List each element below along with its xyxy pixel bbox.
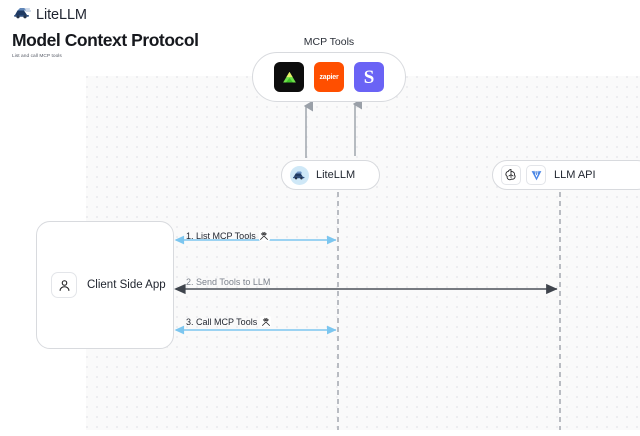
edge-label-send-tools-to-llm: 2. Send Tools to LLM: [186, 277, 270, 287]
node-llm-api-label: LLM API: [554, 169, 596, 181]
slack-tool-icon[interactable]: S: [354, 62, 384, 92]
litellm-avatar-icon: [290, 165, 309, 185]
openai-icon: [501, 165, 521, 185]
node-llm-api[interactable]: LLM API: [492, 160, 640, 190]
edge-label-3-text: 3. Call MCP Tools: [186, 316, 258, 327]
node-litellm[interactable]: LiteLLM: [281, 160, 380, 190]
tools-icon: [260, 316, 272, 327]
page-title: Model Context Protocol: [12, 30, 199, 50]
edge-label-1-text: 1. List MCP Tools: [186, 230, 256, 241]
top-bar: LiteLLM: [0, 0, 640, 30]
mcp-tools-group[interactable]: zapier S: [252, 52, 406, 102]
page-subtitle: List and call MCP tools: [12, 54, 62, 59]
slack-label: S: [363, 66, 375, 88]
supabase-tool-icon[interactable]: [274, 62, 304, 92]
canvas-left-mask: [0, 0, 86, 436]
page-heading: Model Context Protocol List and call MCP…: [12, 30, 199, 59]
brand-name: LiteLLM: [36, 7, 87, 23]
node-client-side-app-label: Client Side App: [87, 279, 166, 291]
mcp-tools-group-label: MCP Tools: [303, 36, 355, 48]
node-litellm-label: LiteLLM: [316, 169, 356, 181]
user-icon: [51, 272, 77, 298]
vertex-ai-icon: [526, 165, 546, 185]
edge-label-list-mcp-tools: 1. List MCP Tools: [186, 230, 270, 241]
litellm-logo-icon: [14, 6, 31, 24]
node-client-side-app[interactable]: Client Side App: [36, 221, 174, 349]
zapier-label: zapier: [319, 73, 339, 81]
canvas-bottom-mask: [0, 430, 640, 436]
zapier-tool-icon[interactable]: zapier: [314, 62, 344, 92]
tools-icon: [258, 230, 270, 241]
edge-label-2-text: 2. Send Tools to LLM: [186, 277, 271, 287]
edge-label-call-mcp-tools: 3. Call MCP Tools: [186, 316, 272, 327]
brand-logo[interactable]: LiteLLM: [14, 6, 87, 24]
